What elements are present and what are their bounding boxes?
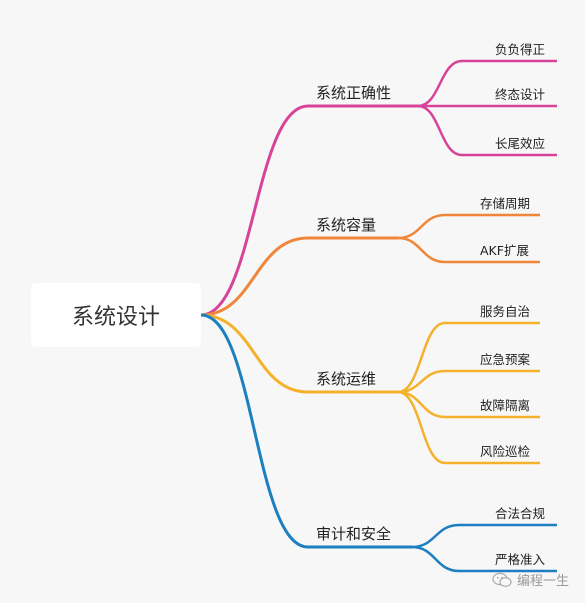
branch-connector bbox=[199, 236, 310, 317]
leaf-label: 故障隔离 bbox=[480, 398, 531, 413]
leaf-label: 风险巡检 bbox=[480, 444, 531, 459]
branch-label: 系统容量 bbox=[316, 216, 377, 234]
leaf-label: 服务自治 bbox=[480, 304, 531, 319]
leaf-label: 负负得正 bbox=[495, 42, 546, 57]
leaf-label: AKF扩展 bbox=[480, 243, 529, 258]
root-label: 系统设计 bbox=[71, 305, 160, 330]
branch-label: 系统运维 bbox=[316, 370, 377, 388]
branch-label: 审计和安全 bbox=[316, 525, 392, 543]
leaf-connector bbox=[410, 523, 461, 549]
leaf-label: 终态设计 bbox=[495, 87, 546, 102]
leaf-label: 存储周期 bbox=[480, 196, 531, 211]
leaf-label: 合法合规 bbox=[495, 506, 546, 521]
leaf-label: 应急预案 bbox=[480, 352, 531, 367]
branch-connector bbox=[199, 313, 310, 549]
leaf-label: 长尾效应 bbox=[495, 136, 546, 151]
branch-connector bbox=[199, 313, 310, 394]
leaf-connector bbox=[416, 59, 464, 108]
watermark-text: 编程一生 bbox=[516, 574, 569, 589]
leaf-connector bbox=[410, 545, 461, 573]
leaf-label: 严格准入 bbox=[495, 552, 546, 567]
leaf-connector bbox=[416, 104, 464, 157]
branch-connector bbox=[199, 104, 310, 317]
wechat-icon bbox=[492, 572, 512, 587]
leaf-connector bbox=[396, 213, 447, 240]
leaf-connector bbox=[396, 236, 447, 264]
branch-label: 系统正确性 bbox=[316, 84, 392, 102]
root-node: 系统设计 bbox=[31, 283, 201, 347]
watermark: 编程一生 bbox=[492, 570, 569, 589]
leaf-connector bbox=[396, 321, 447, 394]
leaf-connector bbox=[396, 390, 447, 465]
